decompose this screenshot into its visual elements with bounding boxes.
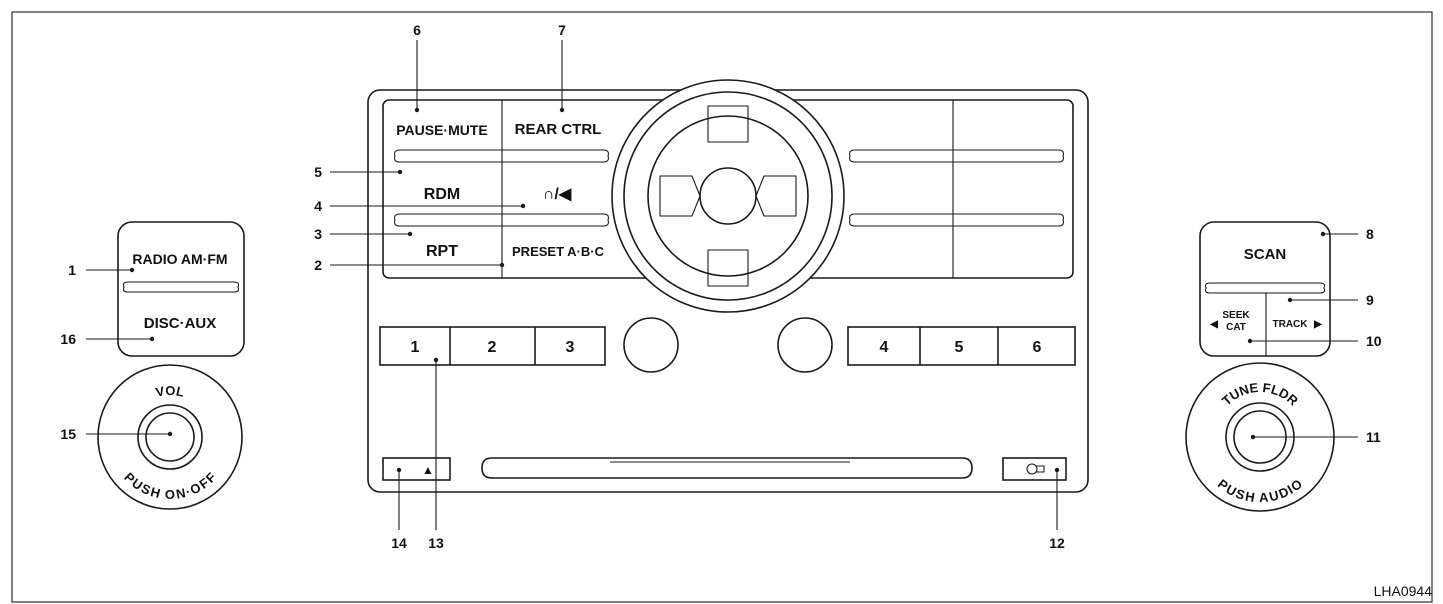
callout-9: 9 [1366, 292, 1374, 308]
callout-leaders [86, 40, 1358, 530]
callout-8: 8 [1366, 226, 1374, 242]
scan-button[interactable]: SCAN [1244, 246, 1287, 263]
left-small-knob[interactable] [623, 317, 679, 373]
rpt-button[interactable]: RPT [426, 243, 458, 260]
callout-3: 3 [314, 226, 322, 242]
main-unit: PAUSE·MUTE REAR CTRL RDM ∩/◀ RPT PRESET … [367, 79, 1089, 493]
svg-text:TRACK: TRACK [1273, 319, 1309, 330]
card-button[interactable] [1002, 457, 1067, 481]
card-icon [1026, 463, 1045, 475]
preset-buttons-left: 1 2 3 [379, 326, 606, 366]
preset-5-button[interactable]: 5 [955, 339, 964, 356]
disc-aux-button[interactable]: DISC·AUX [144, 315, 217, 332]
svg-text:SEEK: SEEK [1222, 310, 1250, 321]
push-on-off-label: PUSH ON·OFF [121, 469, 219, 502]
right-small-knob[interactable] [777, 317, 833, 373]
upper-bar-divider [394, 149, 609, 163]
rear-ctrl-button[interactable]: REAR CTRL [515, 121, 602, 138]
callout-7: 7 [558, 22, 566, 38]
callout-12: 12 [1049, 535, 1065, 551]
dial-center-button[interactable] [699, 167, 757, 225]
svg-text:CAT: CAT [1226, 322, 1246, 333]
dial-up-down-pads[interactable] [707, 105, 749, 287]
eject-icon: ▲ [422, 463, 434, 477]
vol-label: VOL [154, 383, 186, 400]
preset-buttons-right: 4 5 6 [847, 326, 1076, 366]
right-control-pod: SCAN ◀ SEEK CAT TRACK ▶ [1199, 221, 1331, 357]
tune-fldr-label: TUNE FLDR [1219, 380, 1301, 409]
dial-left-right-pads[interactable] [659, 175, 797, 217]
volume-knob[interactable]: VOL PUSH ON·OFF [97, 364, 243, 510]
disc-slot[interactable] [481, 457, 973, 479]
rdm-button[interactable]: RDM [424, 186, 460, 203]
preset-1-button[interactable]: 1 [411, 339, 420, 356]
seek-cat-button[interactable]: ◀ SEEK CAT [1209, 310, 1250, 333]
callout-4: 4 [314, 198, 322, 214]
pause-mute-button[interactable]: PAUSE·MUTE [396, 122, 488, 138]
radio-am-fm-button[interactable]: RADIO AM·FM [132, 251, 227, 267]
track-right-arrow-icon: ▶ [1313, 319, 1323, 330]
preset-6-button[interactable]: 6 [1033, 339, 1042, 356]
push-audio-label: PUSH AUDIO [1215, 476, 1305, 505]
callout-1: 1 [68, 262, 76, 278]
seek-left-arrow-icon: ◀ [1209, 319, 1218, 330]
callout-11: 11 [1366, 429, 1381, 445]
callout-13: 13 [428, 535, 444, 551]
callout-2: 2 [314, 257, 322, 273]
callout-14: 14 [391, 535, 407, 551]
preset-4-button[interactable]: 4 [880, 339, 889, 356]
lower-bar-divider [394, 213, 609, 227]
center-dial[interactable] [611, 79, 845, 313]
preset-3-button[interactable]: 3 [566, 339, 575, 356]
callout-numbers: 1 2 3 4 5 6 7 8 9 10 11 12 13 14 15 16 [60, 22, 1381, 551]
figure-frame [11, 11, 1433, 603]
callout-5: 5 [314, 164, 322, 180]
callout-10: 10 [1366, 333, 1382, 349]
callout-16: 16 [60, 331, 76, 347]
headphone-speaker-button[interactable]: ∩/◀ [543, 186, 572, 203]
figure-reference: LHA0944 [1374, 583, 1433, 599]
preset-2-button[interactable]: 2 [488, 339, 497, 356]
preset-abc-button[interactable]: PRESET A·B·C [512, 244, 605, 259]
eject-button[interactable] [382, 457, 451, 481]
callout-15: 15 [60, 426, 76, 442]
left-control-pod: RADIO AM·FM DISC·AUX [117, 221, 245, 357]
track-button[interactable]: TRACK ▶ [1273, 319, 1324, 330]
callout-6: 6 [413, 22, 421, 38]
